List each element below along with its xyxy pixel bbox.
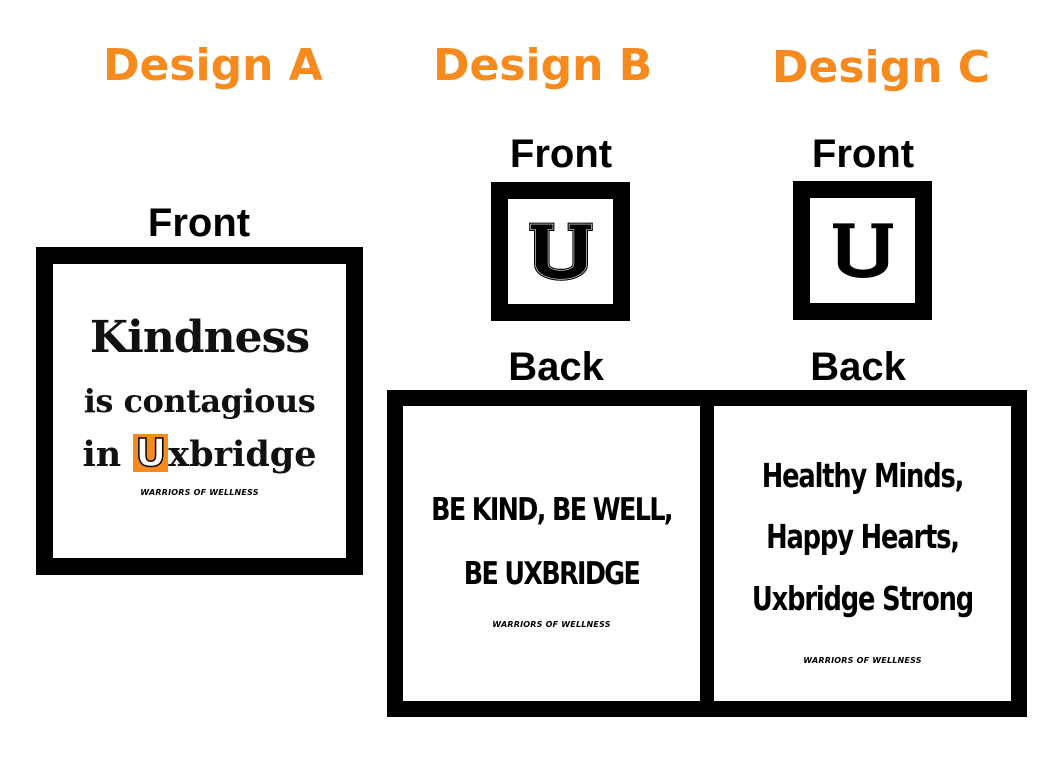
design-b-tagline: WARRIORS OF WELLNESS xyxy=(492,620,611,629)
design-c-back-line3: Uxbridge Strong xyxy=(751,579,974,618)
design-a-line1: Kindness xyxy=(89,312,310,363)
design-b-back-label: Back xyxy=(508,345,604,389)
design-b-back-panel: BE KIND, BE WELL, BE UXBRIDGE WARRIORS O… xyxy=(403,406,700,701)
design-b-front-label: Front xyxy=(509,132,613,176)
design-a-line3-suffix: xbridge xyxy=(168,434,317,475)
back-panels: BE KIND, BE WELL, BE UXBRIDGE WARRIORS O… xyxy=(387,390,1027,717)
design-a-line3: in Uxbridge xyxy=(53,431,346,475)
design-b-back-line2: BE UXBRIDGE xyxy=(463,556,641,592)
design-c-front-label: Front xyxy=(811,132,915,176)
design-c-back-line1: Healthy Minds, xyxy=(761,456,965,495)
design-c-front-panel: U xyxy=(793,181,932,320)
design-a-line3-prefix: in xyxy=(82,434,134,475)
design-c-back-line2: Happy Hearts, xyxy=(766,517,960,556)
uxbridge-u-icon xyxy=(528,222,594,282)
design-c-tagline: WARRIORS OF WELLNESS xyxy=(803,656,922,665)
uxbridge-u-logo: U xyxy=(133,431,169,475)
design-a-front-label: Front xyxy=(147,201,251,245)
design-b-front-panel: U xyxy=(491,182,630,321)
design-c-back-label: Back xyxy=(810,345,906,389)
design-a-tagline: WARRIORS OF WELLNESS xyxy=(140,488,259,497)
design-a-line2: is contagious xyxy=(83,382,316,420)
uxbridge-u-icon xyxy=(830,221,896,281)
design-a-heading: Design A xyxy=(103,40,323,91)
design-c-heading: Design C xyxy=(772,42,991,93)
design-b-heading: Design B xyxy=(433,40,653,91)
design-b-back-line1: BE KIND, BE WELL, xyxy=(431,492,673,528)
design-c-back-panel: Healthy Minds, Happy Hearts, Uxbridge St… xyxy=(714,406,1011,701)
design-a-front-panel: Kindness is contagious in Uxbridge WARRI… xyxy=(36,247,363,575)
